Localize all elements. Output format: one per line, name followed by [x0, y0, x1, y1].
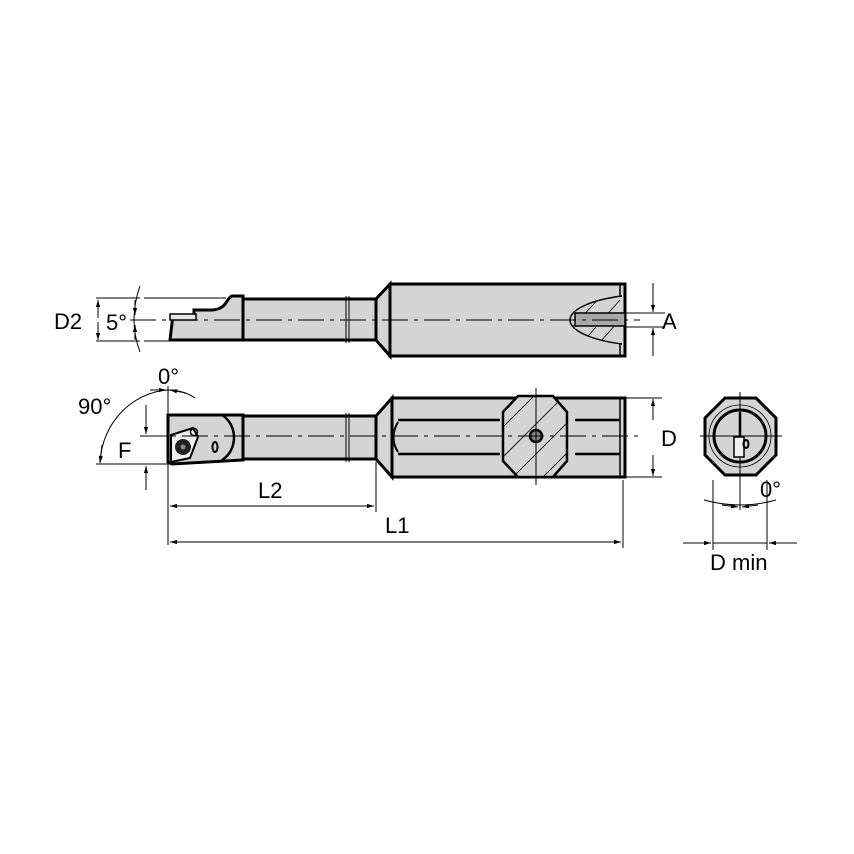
bar-head-top	[168, 294, 245, 342]
side-view: 0° 90° F D L2 L1	[78, 364, 677, 548]
label-dmin: D min	[710, 550, 767, 575]
bar-neck-side	[241, 414, 378, 461]
label-l1: L1	[385, 513, 409, 538]
taper-side	[374, 394, 394, 481]
top-view: D2 5° A	[54, 280, 677, 360]
label-f: F	[118, 438, 131, 463]
label-angle-5: 5°	[106, 310, 127, 335]
label-a: A	[662, 309, 677, 334]
insert-top	[169, 313, 197, 321]
label-angle-0-side: 0°	[158, 364, 179, 389]
label-angle-90: 90°	[78, 394, 111, 419]
label-l2: L2	[258, 478, 282, 503]
label-d: D	[661, 426, 677, 451]
coolant-hole	[211, 441, 219, 453]
label-d2: D2	[54, 309, 82, 334]
end-view: 0° D min	[683, 392, 797, 575]
label-angle-0-end: 0°	[760, 477, 781, 502]
